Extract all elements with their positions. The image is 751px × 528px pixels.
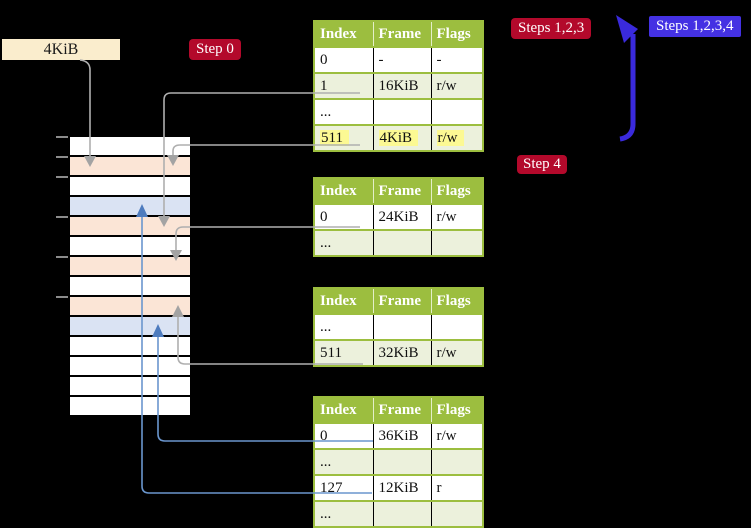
memory-frame	[70, 237, 190, 255]
cell-index: 127	[314, 474, 373, 501]
memory-frame	[70, 397, 190, 415]
table-row: ...	[314, 448, 483, 475]
cell-frame: 16KiB	[372, 72, 431, 99]
page-table-4: Index Frame Flags 0 36KiB r/w ... 127 12…	[313, 396, 484, 528]
memory-frame	[70, 197, 190, 215]
table-header-row: Index Frame Flags	[314, 397, 483, 423]
physical-memory-column	[70, 137, 190, 417]
table-header-row: Index Frame Flags	[314, 178, 483, 204]
arrowhead-up-left-icon	[616, 15, 638, 43]
cell-frame: 12KiB	[372, 474, 431, 501]
table-row: 0 36KiB r/w	[314, 422, 483, 449]
memory-frame	[70, 337, 190, 355]
step-4-label: Step 4	[517, 155, 567, 174]
cell-index: 0	[314, 422, 373, 449]
memory-frame	[70, 277, 190, 295]
cell-flags: r/w	[430, 72, 483, 99]
cell-index: 1	[314, 72, 373, 99]
cell-flags	[430, 98, 483, 125]
col-header-frame: Frame	[372, 397, 431, 423]
steps-1-2-3-label: Steps 1,2,3	[511, 18, 592, 39]
table-row: 127 12KiB r	[314, 474, 483, 501]
steps-1-2-3-4-label: Steps 1,2,3,4	[649, 16, 741, 37]
cell-frame: 4KiB	[372, 124, 431, 151]
cell-index: ...	[314, 313, 373, 340]
table-row: ...	[314, 313, 483, 340]
cell-flags: r/w	[430, 422, 483, 449]
table-header-row: Index Frame Flags	[314, 21, 483, 47]
cell-index: ...	[314, 98, 373, 125]
col-header-flags: Flags	[430, 397, 483, 423]
table-header-row: Index Frame Flags	[314, 288, 483, 314]
cell-index: 0	[314, 203, 373, 230]
cell-index: ...	[314, 448, 373, 475]
table-row: ...	[314, 229, 483, 256]
address-tick	[56, 136, 68, 138]
memory-frame	[70, 157, 190, 175]
big-loop-arrow	[619, 34, 636, 142]
cell-flags: -	[430, 46, 483, 73]
address-tick	[56, 156, 68, 158]
address-tick	[56, 216, 68, 218]
cell-index: ...	[314, 500, 373, 527]
cell-flags: r/w	[430, 124, 483, 151]
memory-frame	[70, 357, 190, 375]
col-header-index: Index	[314, 397, 373, 423]
col-header-index: Index	[314, 178, 373, 204]
cell-index: ...	[314, 229, 373, 256]
cell-frame	[372, 313, 431, 340]
memory-frame	[70, 317, 190, 335]
table-row: ...	[314, 98, 483, 125]
cell-frame: 36KiB	[372, 422, 431, 449]
cell-frame: -	[372, 46, 431, 73]
cell-flags: r/w	[430, 203, 483, 230]
table-row-highlighted: 511 4KiB r/w	[314, 124, 483, 151]
cell-frame	[372, 500, 431, 527]
page-table-2: Index Frame Flags 0 24KiB r/w ...	[313, 177, 484, 257]
table-row: 0 - -	[314, 46, 483, 73]
cell-frame: 24KiB	[372, 203, 431, 230]
page-table-3: Index Frame Flags ... 511 32KiB r/w	[313, 287, 484, 367]
address-tick	[56, 176, 68, 178]
address-tick	[56, 256, 68, 258]
frame-size-legend: 4KiB	[2, 39, 120, 60]
memory-frame	[70, 137, 190, 155]
address-tick	[56, 296, 68, 298]
col-header-frame: Frame	[372, 21, 431, 47]
col-header-frame: Frame	[372, 178, 431, 204]
memory-frame	[70, 217, 190, 235]
cell-flags	[430, 229, 483, 256]
cell-frame: 32KiB	[372, 339, 431, 366]
cell-frame	[372, 98, 431, 125]
col-header-flags: Flags	[430, 288, 483, 314]
col-header-frame: Frame	[372, 288, 431, 314]
col-header-index: Index	[314, 288, 373, 314]
cell-index: 511	[314, 339, 373, 366]
cell-flags: r/w	[430, 339, 483, 366]
cell-index: 511	[314, 124, 373, 151]
col-header-index: Index	[314, 21, 373, 47]
cell-flags	[430, 313, 483, 340]
step-0-label: Step 0	[189, 39, 241, 60]
cell-frame	[372, 448, 431, 475]
cell-flags: r	[430, 474, 483, 501]
memory-frame	[70, 177, 190, 195]
col-header-flags: Flags	[430, 178, 483, 204]
table-row: 1 16KiB r/w	[314, 72, 483, 99]
memory-frame	[70, 297, 190, 315]
cell-frame	[372, 229, 431, 256]
memory-frame	[70, 257, 190, 275]
memory-frame	[70, 377, 190, 395]
table-row: 0 24KiB r/w	[314, 203, 483, 230]
page-table-1: Index Frame Flags 0 - - 1 16KiB r/w ... …	[313, 20, 484, 152]
table-row: ...	[314, 500, 483, 527]
cell-flags	[430, 500, 483, 527]
cell-index: 0	[314, 46, 373, 73]
table-row: 511 32KiB r/w	[314, 339, 483, 366]
col-header-flags: Flags	[430, 21, 483, 47]
cell-flags	[430, 448, 483, 475]
